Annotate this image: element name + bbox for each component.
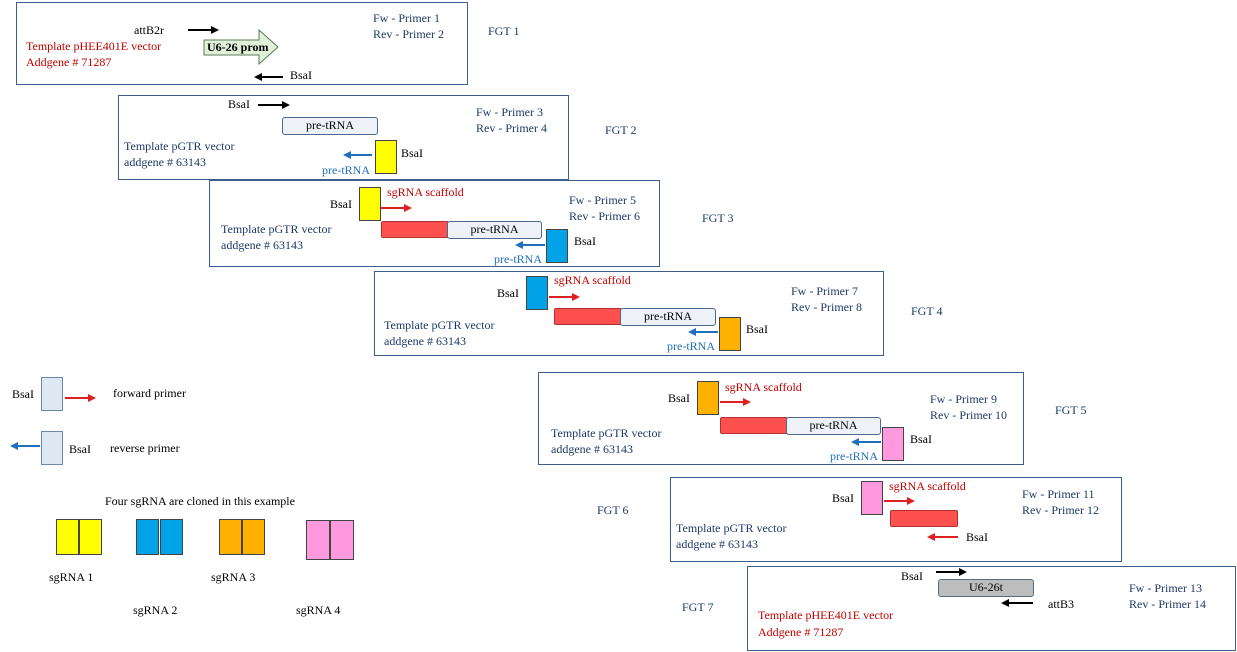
fgt3-pre-trna-small: pre-tRNA [494,252,542,266]
fgt6-pink-bsai-box [861,481,883,515]
fgt3-rev-primer: Rev - Primer 6 [569,209,640,223]
fgt4-bsai-right: BsaI [746,322,768,336]
fgt2-rev-primer: Rev - Primer 4 [476,121,547,135]
sgrna3-label: sgRNA 3 [211,570,256,584]
sgrna4-label: sgRNA 4 [296,603,341,617]
fgt4-rev-primer: Rev - Primer 8 [791,300,862,314]
fgt4-pre-trna-small: pre-tRNA [667,339,715,353]
fgt1-fw-primer: Fw - Primer 1 [373,11,440,25]
fgt2-fw-primer: Fw - Primer 3 [476,105,543,119]
fgt3-label: FGT 3 [702,211,734,225]
fgt7-template-label: Template pHEE401E vector [758,608,894,622]
fgt3-bsai-left: BsaI [330,197,352,211]
sgrna3-box-b [242,519,265,555]
fgt1-addgene-label: Addgene # 71287 [26,55,112,69]
fgt5-scaffold-label: sgRNA scaffold [725,380,802,394]
fgt5-pre-trna-small: pre-tRNA [830,449,878,463]
fgt3-addgene-label: addgene # 63143 [221,238,303,252]
fgt3-template-label: Template pGTR vector [221,222,332,236]
fgt6-fw-primer: Fw - Primer 11 [1022,487,1095,501]
fgt7-u6-26t-bar: U6-26t [938,579,1034,597]
fgt5-scaffold-bar [720,417,788,434]
sgrna4-box-b [330,520,354,560]
fgt7-addgene-label: Addgene # 71287 [758,625,844,639]
fgt1-rev-primer: Rev - Primer 2 [373,27,444,41]
fgt1-bsai-label: BsaI [290,68,312,82]
sgrna1-box-b [79,519,102,555]
fgt4-addgene-label: addgene # 63143 [384,334,466,348]
fgt5-bsai-right: BsaI [910,432,932,446]
fgt3-yellow-bsai-box [359,187,381,221]
fgt5-addgene-label: addgene # 63143 [551,442,633,456]
legend-rev-box [41,431,63,465]
fgt4-blue-bsai-box [526,276,548,310]
sgrna2-label: sgRNA 2 [133,603,178,617]
fgt7-label: FGT 7 [682,600,714,614]
fgt6-addgene-label: addgene # 63143 [676,537,758,551]
fgt2-addgene-label: addgene # 63143 [124,155,206,169]
fgt3-blue-bsai-box [546,229,568,263]
fgt5-template-label: Template pGTR vector [551,426,662,440]
fgt5-fw-primer: Fw - Primer 9 [930,392,997,406]
fgt2-yellow-bsai-box [375,140,397,174]
fgt2-panel [118,95,569,180]
legend-fwd-bsai: BsaI [12,387,34,401]
fgt4-scaffold-label: sgRNA scaffold [554,273,631,287]
fgt5-orange-bsai-box [697,381,719,415]
fgt3-pre-trna-bar: pre-tRNA [447,221,542,239]
fgt6-scaffold-label: sgRNA scaffold [889,479,966,493]
fgt3-scaffold-label: sgRNA scaffold [387,185,464,199]
legend-rev-bsai: BsaI [69,442,91,456]
fgt4-orange-bsai-box [719,317,741,351]
sgrna2-box-b [160,519,183,555]
fgt5-label: FGT 5 [1055,403,1087,417]
legend-fwd-label: forward primer [113,386,186,400]
fgt2-pre-trna-bar: pre-tRNA [282,117,378,135]
sgrna1-box-a [56,519,79,555]
fgt5-pre-trna-bar: pre-tRNA [786,417,881,435]
fgt2-bsai-right: BsaI [401,146,423,160]
fgt4-template-label: Template pGTR vector [384,318,495,332]
legend-rev-label: reverse primer [110,441,180,455]
fgt1-attb2r-label: attB2r [134,23,164,37]
fgt6-scaffold-bar [890,510,958,527]
fgt1-template-label: Template pHEE401E vector [26,39,162,53]
fgt7-rev-primer: Rev - Primer 14 [1129,597,1206,611]
fgt7-attb3-label: attB3 [1048,597,1074,611]
fgt4-label: FGT 4 [911,304,943,318]
fgt4-bsai-left: BsaI [497,286,519,300]
example-title: Four sgRNA are cloned in this example [105,494,295,508]
fgt5-rev-primer: Rev - Primer 10 [930,408,1007,422]
sgrna3-box-a [219,519,242,555]
fgt4-pre-trna-bar: pre-tRNA [620,308,716,326]
sgrna1-label: sgRNA 1 [49,570,94,584]
fgt4-fw-primer: Fw - Primer 7 [791,284,858,298]
fgt7-fw-primer: Fw - Primer 13 [1129,581,1202,595]
fgt6-bsai-left: BsaI [832,491,854,505]
fgt6-label: FGT 6 [597,503,629,517]
fgt3-scaffold-bar [381,221,449,238]
fgt2-pre-trna-small: pre-tRNA [322,163,370,177]
fgt7-bsai-label: BsaI [901,569,923,583]
fgt1-label: FGT 1 [488,24,520,38]
legend-fwd-box [41,377,63,411]
fgt6-bsai-right: BsaI [966,530,988,544]
fgt2-template-label: Template pGTR vector [124,139,235,153]
fgt2-bsai-top: BsaI [228,97,250,111]
fgt6-rev-primer: Rev - Primer 12 [1022,503,1099,517]
fgt3-fw-primer: Fw - Primer 5 [569,193,636,207]
sgrna4-box-a [306,520,330,560]
fgt4-scaffold-bar [554,308,622,325]
fgt5-bsai-left: BsaI [668,391,690,405]
fgt6-template-label: Template pGTR vector [676,521,787,535]
fgt2-label: FGT 2 [605,123,637,137]
sgrna2-box-a [136,519,159,555]
fgt3-bsai-right: BsaI [574,234,596,248]
fgt5-pink-bsai-box [882,427,904,461]
